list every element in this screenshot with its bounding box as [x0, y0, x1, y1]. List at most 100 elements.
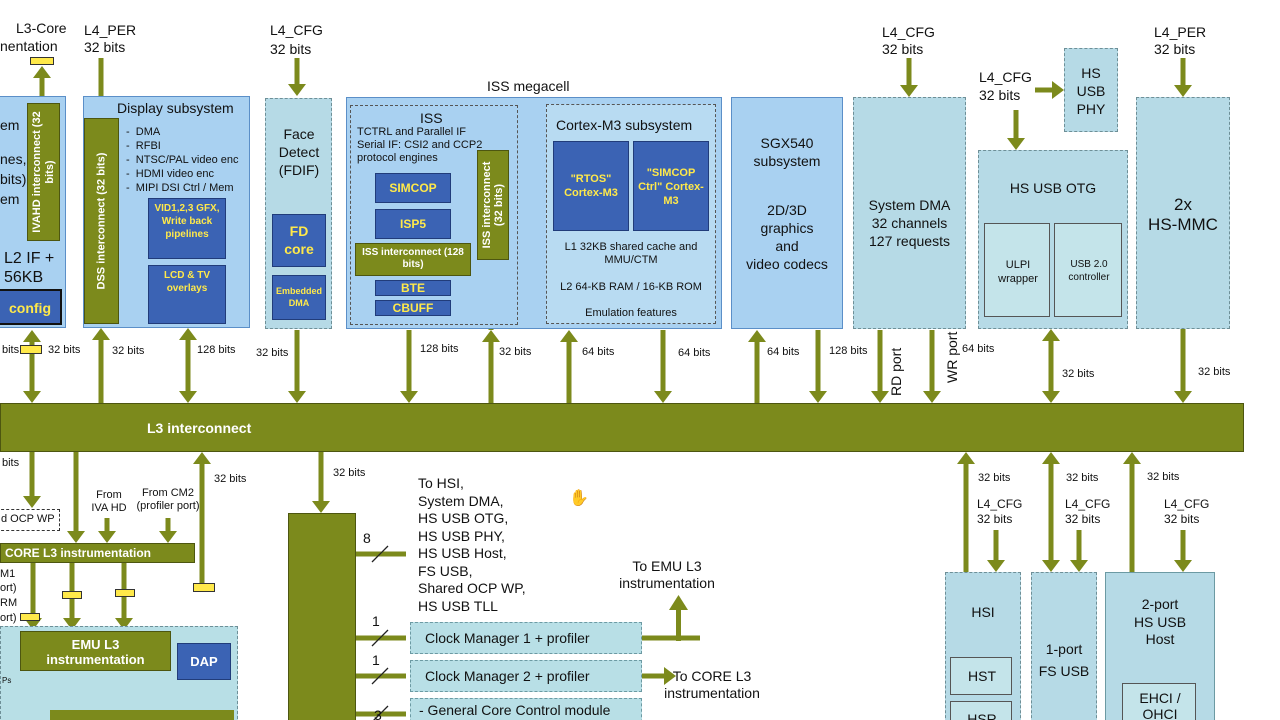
hs-usb-phy-text: HS USB PHY [1076, 65, 1106, 117]
dss-feature-list: - DMA - RFBI - NTSC/PAL video enc - HDMI… [126, 125, 239, 195]
l4-per-bits-2: 32 bits [1154, 41, 1196, 57]
connector-shaft [98, 340, 104, 403]
face-detect-title: Face Detect (FDIF) [278, 126, 320, 178]
bus-width-label: 128 bits [420, 343, 459, 355]
l4-cfg-label-2: L4_CFG [882, 24, 935, 40]
shared-ocp-wp-box: d OCP WP [0, 509, 60, 531]
connector-shaft [199, 464, 205, 583]
l4-per-label-2: L4_PER [1154, 24, 1207, 40]
connector-arrow [179, 328, 197, 340]
cortex-title: Cortex-M3 subsystem [556, 117, 693, 133]
connector-shaft [676, 610, 681, 641]
hs-mmc-block [1136, 97, 1230, 329]
l4-cfg-label: L4_CFG [1065, 497, 1111, 511]
hs-usb-otg-title: HS USB OTG [1009, 180, 1097, 196]
ivahd-l2-line1: L2 IF + [4, 250, 55, 267]
l4-cfg-bits: 32 bits [977, 512, 1013, 526]
connector-shaft [993, 530, 999, 560]
hsi-title: HSI [971, 604, 995, 620]
ivahd-l2-line2: 56KB [4, 269, 44, 286]
instrumentation-port-icon [193, 583, 215, 592]
dss-feature: - HDMI video enc [126, 168, 215, 180]
instrumentation-port-icon [115, 589, 135, 597]
from-cm2-label: From CM2 (profiler port) [136, 487, 200, 512]
connector-arrow [1070, 560, 1088, 572]
bus-width-label: bits [2, 344, 20, 356]
simcop-box: SIMCOP [375, 173, 451, 203]
connector-shaft [69, 563, 75, 618]
bus-width-label: 32 bits [333, 467, 366, 479]
bus-width-label: 32 bits [112, 345, 145, 357]
cortex-emu-text: Emulation features [585, 307, 677, 319]
bus-width-label: 32 bits [1062, 368, 1095, 380]
connector-shaft [1013, 110, 1019, 138]
bus-width-label: 64 bits [962, 343, 995, 355]
connector-arrow [482, 330, 500, 342]
bus-width-label: 128 bits [829, 345, 868, 357]
bus-width-label: 64 bits [582, 346, 615, 358]
bus-count-8: 8 [363, 530, 371, 546]
sgx-desc: 2D/3D graphics and video codecs [746, 202, 828, 272]
connector-arrow [1174, 85, 1192, 97]
bus-width-label: 32 bits [48, 344, 81, 356]
ps-label: Ps [2, 676, 12, 685]
connector-shaft [104, 518, 110, 531]
instrumentation-port-icon [20, 613, 40, 621]
dap-box: DAP [177, 643, 231, 680]
connector-arrow [288, 391, 306, 403]
sgx-title: SGX540 subsystem [753, 135, 821, 169]
from-iva-hd-label: From IVA HD [91, 489, 127, 514]
connector-arrow [400, 391, 418, 403]
bus-width-label: 32 bits [1147, 471, 1180, 483]
connector-shaft [815, 330, 821, 391]
simcop-ctrl-cortex-box: "SIMCOP Ctrl" Cortex-M3 [633, 141, 709, 231]
connector-shaft [488, 342, 494, 403]
connector-shaft [39, 78, 45, 96]
connector-arrow [1042, 391, 1060, 403]
connector-arrow [98, 531, 116, 543]
connector-shaft [1035, 87, 1052, 93]
connector-arrow [1042, 560, 1060, 572]
instrumentation-port-icon [62, 591, 82, 599]
l4-per-label-1: L4_PER [84, 22, 137, 38]
connector-shaft [566, 342, 572, 403]
connector-arrow [748, 330, 766, 342]
bus-width-label: 32 bits [256, 347, 289, 359]
connector-arrow [664, 667, 676, 685]
connector-shaft [1048, 464, 1054, 560]
dss-feature: - RFBI [126, 140, 161, 152]
l4-cfg-bits: 32 bits [1164, 512, 1200, 526]
l3-interconnect-bar: L3 interconnect [0, 403, 1244, 452]
connector-shaft [73, 452, 79, 531]
to-destinations-list: To HSI, System DMA, HS USB OTG, HS USB P… [418, 475, 526, 614]
connector-arrow [179, 391, 197, 403]
sdma-text: System DMA 32 channels 127 requests [868, 197, 951, 249]
bus-width-label: 32 bits [1066, 472, 1099, 484]
bus-count-1a: 1 [372, 613, 380, 629]
dss-feature: - MIPI DSI Ctrl / Mem [126, 182, 234, 194]
dss-feature: - NTSC/PAL video enc [126, 154, 239, 166]
connector-shaft [185, 340, 191, 391]
rm-label: RM [0, 597, 18, 609]
connector-arrow [63, 618, 81, 630]
isp5-box: ISP5 [375, 209, 451, 239]
connector-shaft [1180, 58, 1186, 85]
hs-usb-host-text: 2-port HS USB Host [1133, 596, 1187, 647]
cbuff-box: CBUFF [375, 300, 451, 316]
connector-shaft [963, 464, 969, 572]
dss-feature: - DMA [126, 126, 161, 138]
fs-usb-text: 1-port FS USB [1038, 641, 1090, 679]
to-core-l3-label: To CORE L3 instrumentation [664, 668, 760, 701]
hst-box: HST [950, 657, 1012, 695]
clock-manager-1-box: Clock Manager 1 + profiler [410, 622, 642, 654]
connector-shaft [1076, 530, 1082, 560]
connector-shaft [1129, 464, 1135, 572]
connector-shaft [906, 58, 912, 85]
to-emu-l3-label: To EMU L3 instrumentation [619, 558, 715, 591]
iss-interconnect-32: ISS interconnect (32 bits) [477, 150, 509, 260]
ort-label-2: ort) [0, 612, 17, 624]
connector-arrow [193, 452, 211, 464]
bus-count-3: 3 [374, 707, 382, 720]
l4-core-interconnect [288, 513, 356, 720]
hs-mmc-text: 2x HS-MMC [1148, 195, 1218, 234]
